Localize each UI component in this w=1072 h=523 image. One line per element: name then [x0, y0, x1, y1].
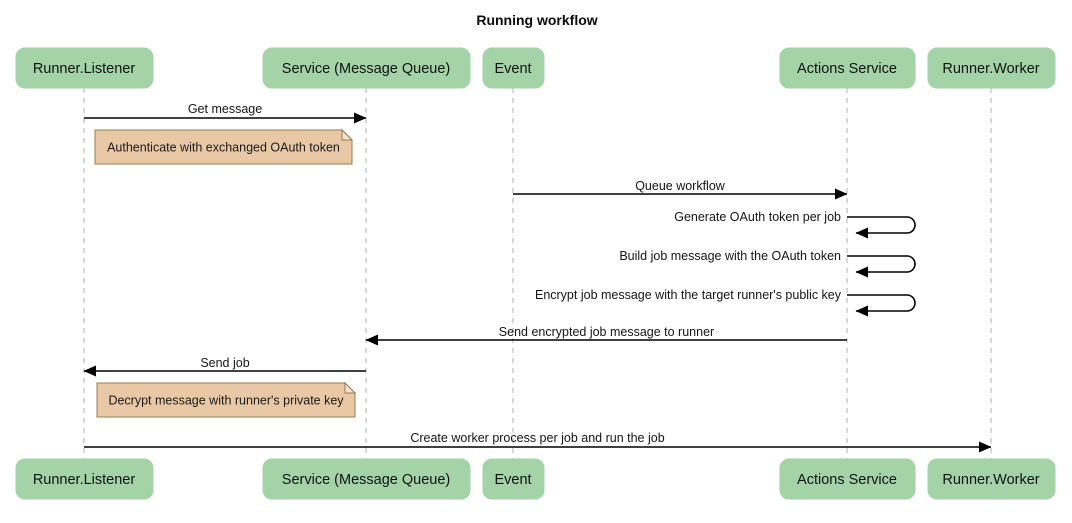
participant-event-top[interactable]: Event	[482, 47, 545, 89]
participant-box	[15, 458, 154, 500]
message-label: Generate OAuth token per job	[674, 210, 841, 224]
participant-box	[927, 458, 1056, 500]
lifelines-group	[83, 88, 992, 459]
message-label: Send encrypted job message to runner	[499, 325, 714, 339]
participant-actions-service-top[interactable]: Actions Service	[779, 47, 916, 89]
self-loop-path	[847, 294, 916, 317]
participant-service-queue-top[interactable]: Service (Message Queue)	[262, 47, 471, 89]
participant-label: Runner.Worker	[942, 472, 1039, 488]
page-title: Running workflow	[476, 12, 597, 28]
participant-box	[15, 47, 154, 89]
participant-label: Event	[494, 472, 531, 488]
participant-runner-worker-bottom[interactable]: Runner.Worker	[927, 458, 1056, 500]
message-label: Create worker process per job and run th…	[410, 431, 664, 445]
participant-actions-service-bottom[interactable]: Actions Service	[779, 458, 916, 500]
note-label: Authenticate with exchanged OAuth token	[107, 141, 340, 155]
note-authenticate-oauth-token[interactable]: Authenticate with exchanged OAuth token	[94, 128, 354, 165]
participant-label: Runner.Listener	[33, 472, 136, 488]
message-send-encrypted-job-message-to-runner[interactable]: Send encrypted job message to runner	[365, 325, 847, 346]
participant-runner-worker-top[interactable]: Runner.Worker	[927, 47, 1056, 89]
participant-label: Runner.Worker	[942, 61, 1039, 77]
participant-service-queue-bottom[interactable]: Service (Message Queue)	[262, 458, 471, 500]
notes-group: Authenticate with exchanged OAuth tokenD…	[94, 128, 357, 418]
participant-label: Runner.Listener	[33, 61, 136, 77]
message-build-job-message-with-oauth-token[interactable]: Build job message with the OAuth token	[619, 249, 916, 278]
self-loop-path	[847, 216, 916, 239]
participant-box	[482, 458, 545, 500]
participant-box	[262, 47, 471, 89]
message-label: Get message	[188, 102, 262, 116]
participant-label: Service (Message Queue)	[282, 61, 450, 77]
note-label: Decrypt message with runner's private ke…	[108, 394, 344, 408]
participant-label: Event	[494, 61, 531, 77]
message-label: Build job message with the OAuth token	[619, 249, 841, 263]
note-body	[94, 129, 353, 165]
participant-label: Service (Message Queue)	[282, 472, 450, 488]
participant-box	[262, 458, 471, 500]
participant-runner-listener-top[interactable]: Runner.Listener	[15, 47, 154, 89]
participant-box	[779, 458, 916, 500]
note-body	[96, 382, 356, 418]
participant-box	[482, 47, 545, 89]
participant-label: Actions Service	[797, 61, 897, 77]
participant-runner-listener-bottom[interactable]: Runner.Listener	[15, 458, 154, 500]
participant-box	[927, 47, 1056, 89]
note-fold-corner-icon	[344, 381, 357, 394]
message-label: Send job	[200, 356, 249, 370]
message-encrypt-job-message-public-key[interactable]: Encrypt job message with the target runn…	[535, 288, 916, 317]
message-label: Encrypt job message with the target runn…	[535, 288, 842, 302]
self-loop-path	[847, 255, 916, 278]
message-label: Queue workflow	[635, 179, 726, 193]
participant-box	[779, 47, 916, 89]
note-fold-corner-icon	[341, 128, 354, 141]
note-decrypt-message-private-key[interactable]: Decrypt message with runner's private ke…	[96, 381, 357, 418]
message-get-message[interactable]: Get message	[84, 102, 367, 124]
participant-label: Actions Service	[797, 472, 897, 488]
message-create-worker-process[interactable]: Create worker process per job and run th…	[84, 431, 992, 453]
message-queue-workflow[interactable]: Queue workflow	[513, 179, 848, 200]
message-generate-oauth-token-per-job[interactable]: Generate OAuth token per job	[674, 210, 916, 239]
participant-event-bottom[interactable]: Event	[482, 458, 545, 500]
message-send-job[interactable]: Send job	[83, 356, 366, 377]
